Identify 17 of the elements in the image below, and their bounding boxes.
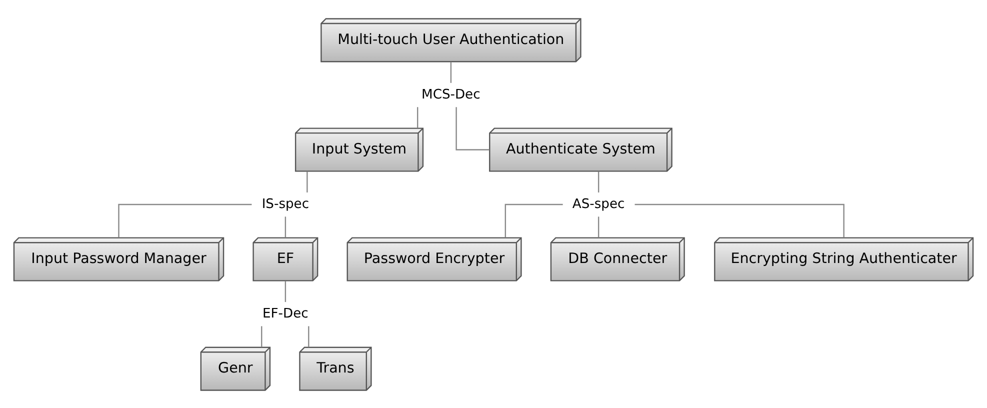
connector [284,216,286,238]
connector [598,170,600,192]
node-text: MCS-Dec [422,86,480,102]
connector [598,216,600,238]
node-text: EF-Dec [262,306,308,321]
node-text: IS-spec [262,196,310,212]
connector [261,326,262,347]
connector [417,106,418,128]
connector [306,170,308,192]
connector [308,326,310,347]
connector [118,203,252,238]
connector [284,280,286,302]
connector [456,106,490,150]
connector [450,61,452,82]
connector [634,203,844,238]
node-text: AS-spec [572,196,625,212]
connector [504,203,563,238]
